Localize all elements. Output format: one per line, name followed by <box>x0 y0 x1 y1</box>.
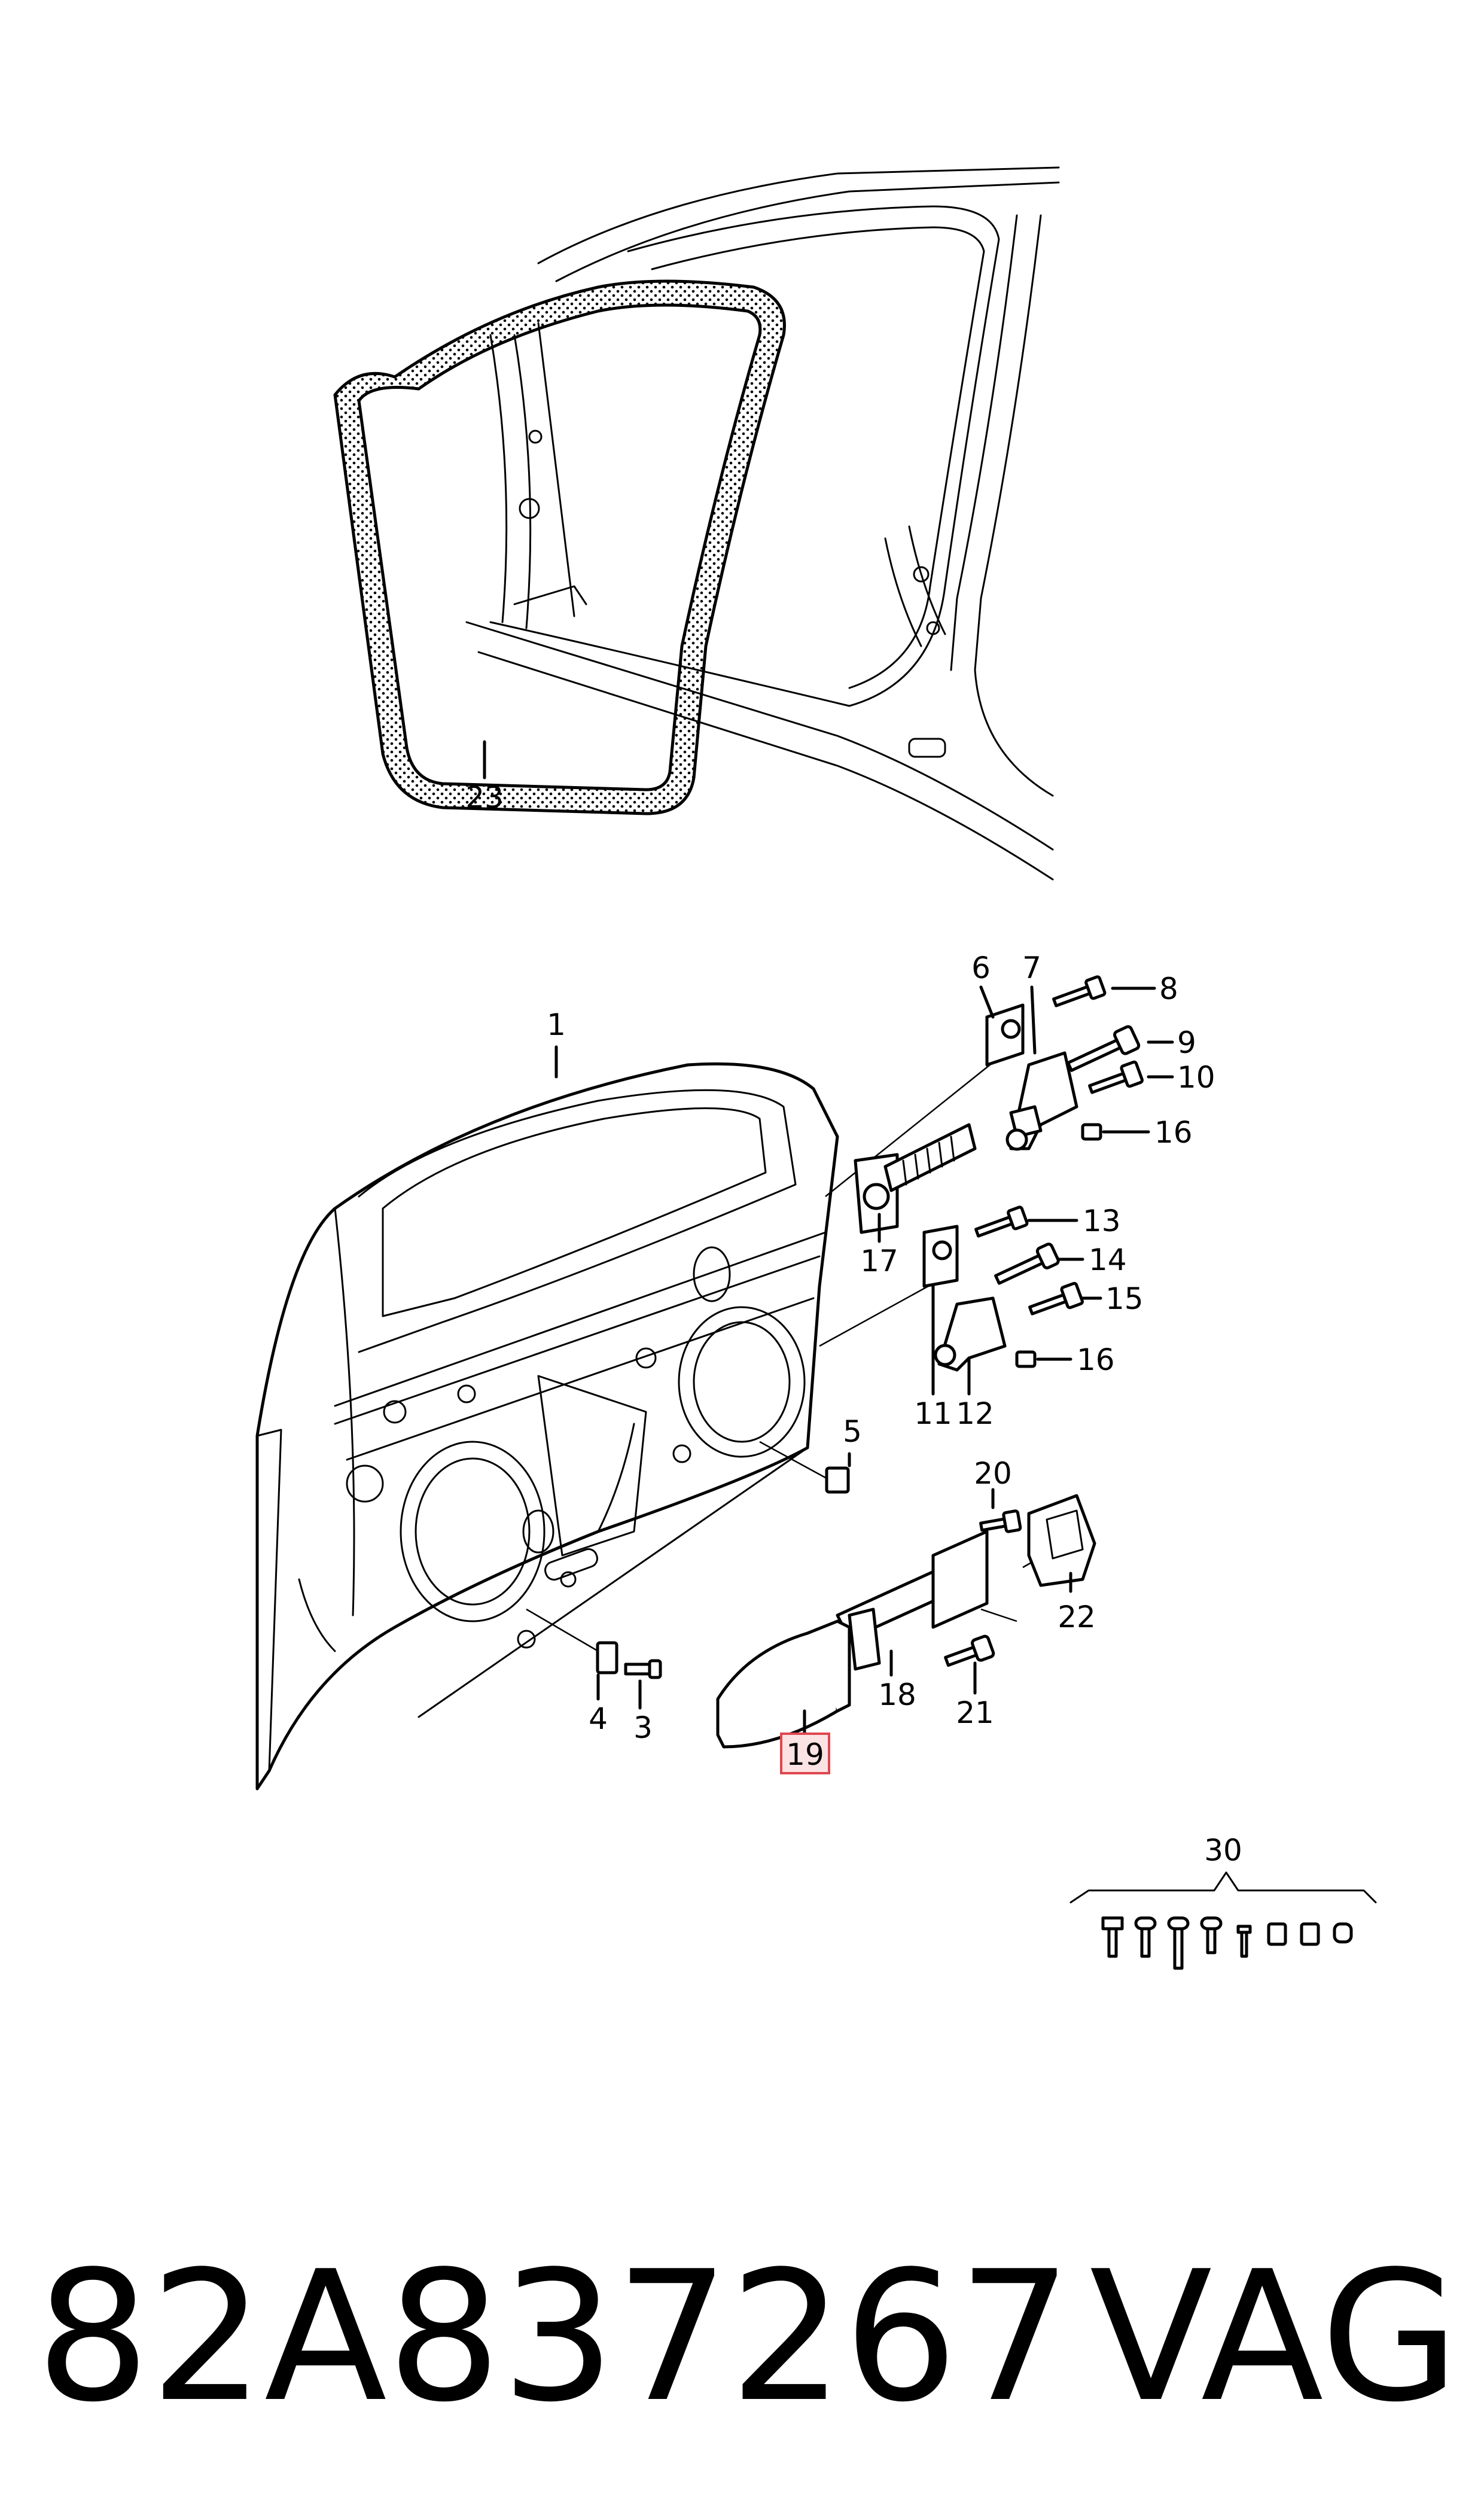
brand: VAG <box>1090 2233 1459 2441</box>
callout-17: 17 <box>860 1244 898 1278</box>
callout-21: 21 <box>956 1695 994 1730</box>
door-shell-1 <box>255 1062 839 1791</box>
assembly-lines <box>526 1052 1065 1652</box>
bezel-22 <box>1027 1494 1096 1587</box>
callout-14: 14 <box>1089 1243 1127 1277</box>
door-check-spring-17 <box>854 1123 977 1234</box>
bolt-10 <box>1088 1060 1144 1094</box>
bolt-15 <box>1028 1281 1084 1316</box>
callout-labels: 23 1 6 7 8 9 10 16 17 13 14 15 16 11 12 … <box>465 780 1242 1868</box>
callout-15: 15 <box>1105 1281 1144 1316</box>
door-seal-23 <box>333 279 786 815</box>
callout-11: 11 <box>914 1396 952 1431</box>
part-number: 82A837267 <box>36 2233 1072 2441</box>
callout-18: 18 <box>878 1677 916 1712</box>
callout-10: 10 <box>1177 1060 1215 1095</box>
handle-carrier-18 <box>836 1530 989 1671</box>
callout-13: 13 <box>1083 1204 1121 1238</box>
screw-3 <box>624 1659 662 1679</box>
bolt-5 <box>825 1466 850 1494</box>
callout-7: 7 <box>1022 951 1041 985</box>
callout-8: 8 <box>1159 972 1178 1006</box>
callout-30: 30 <box>1204 1833 1242 1868</box>
callout-20: 20 <box>974 1456 1012 1491</box>
callout-19: 19 <box>786 1737 824 1772</box>
callout-22: 22 <box>1058 1600 1096 1634</box>
callout-16a: 16 <box>1154 1115 1193 1150</box>
pin-4 <box>596 1641 618 1674</box>
callout-4: 4 <box>589 1701 608 1736</box>
highlight-19 <box>780 1733 830 1774</box>
bolts <box>596 975 1144 1679</box>
door-opening-body <box>465 166 1060 881</box>
outer-handle-19 <box>716 1619 851 1749</box>
bolt-20 <box>979 1509 1022 1533</box>
bolt-13 <box>974 1205 1029 1238</box>
callout-12: 12 <box>956 1396 994 1431</box>
callout-23: 23 <box>465 780 504 815</box>
upper-hinge <box>985 1003 1102 1151</box>
callout-5: 5 <box>843 1414 862 1449</box>
callout-9: 9 <box>1177 1025 1196 1060</box>
lower-hinge <box>922 1225 1037 1372</box>
bolt-8 <box>1052 975 1107 1007</box>
parts-kit-30 <box>1069 1871 1377 1970</box>
bolt-14 <box>994 1243 1060 1285</box>
callout-3: 3 <box>633 1710 653 1745</box>
bolt-21 <box>944 1634 995 1667</box>
callout-leaders <box>483 740 1174 1737</box>
callout-16b: 16 <box>1077 1342 1115 1377</box>
callout-1: 1 <box>547 1007 566 1042</box>
bolt-9 <box>1066 1025 1141 1072</box>
callout-6: 6 <box>971 951 991 985</box>
